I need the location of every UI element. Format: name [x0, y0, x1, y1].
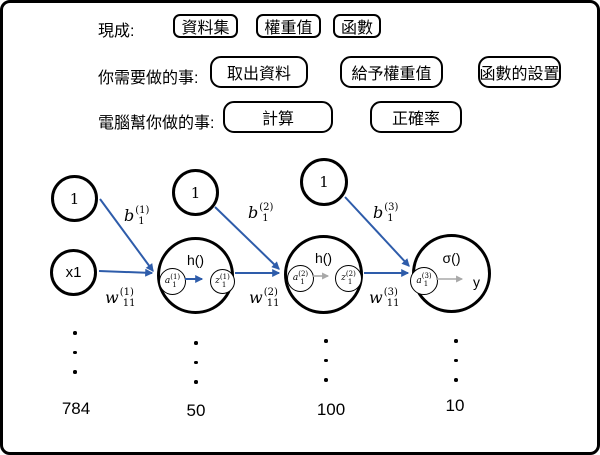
- output-y-label: y: [473, 274, 480, 290]
- ellipsis-column-4: [454, 339, 458, 382]
- layer1-a-node: a(1)1: [159, 268, 186, 295]
- dot: [324, 339, 328, 343]
- box-weights-label: 權重值: [264, 20, 313, 37]
- layer2-activation-label: h(): [314, 250, 333, 266]
- arrow-input-to-layer1: [98, 268, 154, 277]
- layer-size-hidden1: 50: [186, 401, 206, 420]
- bias-node-3-label: 1: [319, 173, 329, 191]
- layer-size-output: 10: [445, 396, 465, 415]
- ellipsis-column-3: [324, 339, 328, 382]
- bias-node-2: 1: [172, 169, 219, 216]
- layer2-z-node: z(2)1: [335, 265, 362, 292]
- ellipsis-column-2: [194, 341, 198, 384]
- bias-node-2-label: 1: [190, 183, 201, 202]
- dot: [73, 370, 77, 374]
- box-set-function: 函數的設置: [478, 56, 561, 88]
- layer1-activation-label: h(): [186, 252, 205, 268]
- dot: [454, 358, 458, 362]
- bias-node-3: 1: [300, 158, 348, 206]
- layer-size-hidden2: 100: [316, 400, 346, 419]
- output-a-label: a(3)1: [416, 272, 432, 288]
- box-fetch-data-label: 取出資料: [226, 66, 291, 83]
- layer2-circle: h() a(2)1 z(2)1: [284, 235, 363, 314]
- box-dataset: 資料集: [173, 14, 238, 38]
- bias-node-1: 1: [51, 175, 98, 222]
- box-assign-weights-label: 給予權重值: [351, 66, 432, 83]
- box-compute: 計算: [223, 101, 333, 133]
- layer1-circle: h() a(1)1 z(1)1: [157, 237, 235, 314]
- row-label-ready: 現成:: [98, 23, 135, 40]
- input-node-x1-label: x1: [65, 264, 82, 281]
- dot: [194, 360, 198, 364]
- box-dataset-label: 資料集: [181, 20, 230, 37]
- box-accuracy: 正確率: [370, 101, 462, 133]
- layer2-a-label: a(2)1: [292, 269, 309, 286]
- layer1-z-node: z(1)1: [210, 269, 235, 294]
- output-activation-label: σ(): [442, 250, 461, 266]
- weight-label-1: w(1)11: [105, 287, 136, 309]
- layer2-z-label: z(2)1: [341, 269, 356, 286]
- dot: [194, 341, 198, 345]
- bias-label-3: b(3)1: [373, 202, 399, 224]
- dot: [454, 378, 458, 382]
- input-node-x1: x1: [50, 249, 97, 296]
- dot: [194, 380, 198, 384]
- layer-size-input: 784: [61, 399, 91, 418]
- layer2-a-node: a(2)1: [287, 265, 314, 292]
- dot: [454, 339, 458, 343]
- box-set-function-label: 函數的設置: [479, 66, 560, 83]
- box-fetch-data: 取出資料: [210, 56, 308, 88]
- box-function: 函數: [333, 14, 381, 38]
- row-label-you-do: 你需要做的事:: [98, 70, 199, 87]
- ellipsis-column-1: [73, 331, 77, 374]
- box-function-label: 函數: [340, 20, 373, 37]
- output-layer-circle: σ() a(3)1 y: [410, 234, 491, 313]
- dot: [324, 378, 328, 382]
- box-compute-label: 計算: [261, 111, 294, 128]
- box-assign-weights: 給予權重值: [340, 56, 443, 88]
- bias-label-2: b(2)1: [248, 202, 274, 224]
- dot: [73, 331, 77, 335]
- dot: [324, 358, 328, 362]
- dot: [73, 350, 77, 354]
- weight-label-2: w(2)11: [249, 287, 280, 309]
- weight-label-3: w(3)11: [369, 287, 400, 309]
- bias-node-1-label: 1: [69, 189, 80, 208]
- output-a-node: a(3)1: [410, 267, 438, 295]
- layer1-z-label: z(1)1: [215, 272, 230, 289]
- layer1-a-label: a(1)1: [164, 272, 181, 289]
- bias-label-1: b(1)1: [124, 205, 150, 227]
- box-accuracy-label: 正確率: [391, 111, 440, 128]
- row-label-computer-does: 電腦幫你做的事:: [98, 115, 215, 132]
- box-weights: 權重值: [256, 14, 321, 38]
